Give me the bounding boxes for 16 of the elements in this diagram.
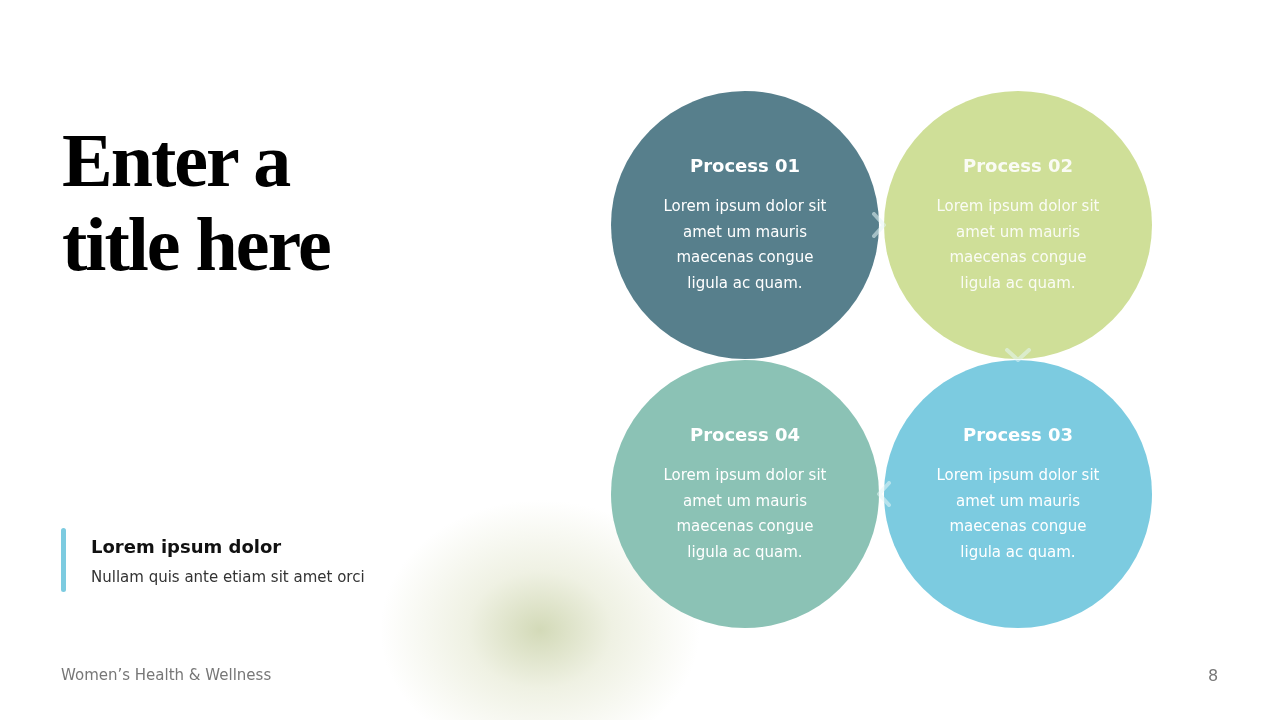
subheading: Lorem ipsum dolor xyxy=(91,536,282,557)
chevron-arrow xyxy=(871,212,886,238)
process-heading: Process 04 xyxy=(689,424,801,445)
process-description: Lorem ipsum dolor sit amet um mauris maecenas congue ligula ac quam. xyxy=(662,196,828,294)
chevron-arrow xyxy=(1005,347,1031,362)
chevron-arrow xyxy=(877,481,892,507)
page-number: 8 xyxy=(1208,666,1219,685)
process-description: Lorem ipsum dolor sit amet um mauris maecenas congue ligula ac quam. xyxy=(935,465,1101,563)
process-heading: Process 01 xyxy=(689,155,801,176)
process-description: Lorem ipsum dolor sit amet um mauris maecenas congue ligula ac quam. xyxy=(935,196,1101,294)
footer-text: Women’s Health & Wellness xyxy=(61,666,272,684)
process-heading: Process 02 xyxy=(962,155,1074,176)
process-description: Lorem ipsum dolor sit amet um mauris maecenas congue ligula ac quam. xyxy=(662,465,828,563)
process-heading: Process 03 xyxy=(962,424,1074,445)
subtitle-text: Nullam quis ante etiam sit amet orci xyxy=(91,568,365,586)
slide-title: Enter a title here xyxy=(62,118,331,286)
